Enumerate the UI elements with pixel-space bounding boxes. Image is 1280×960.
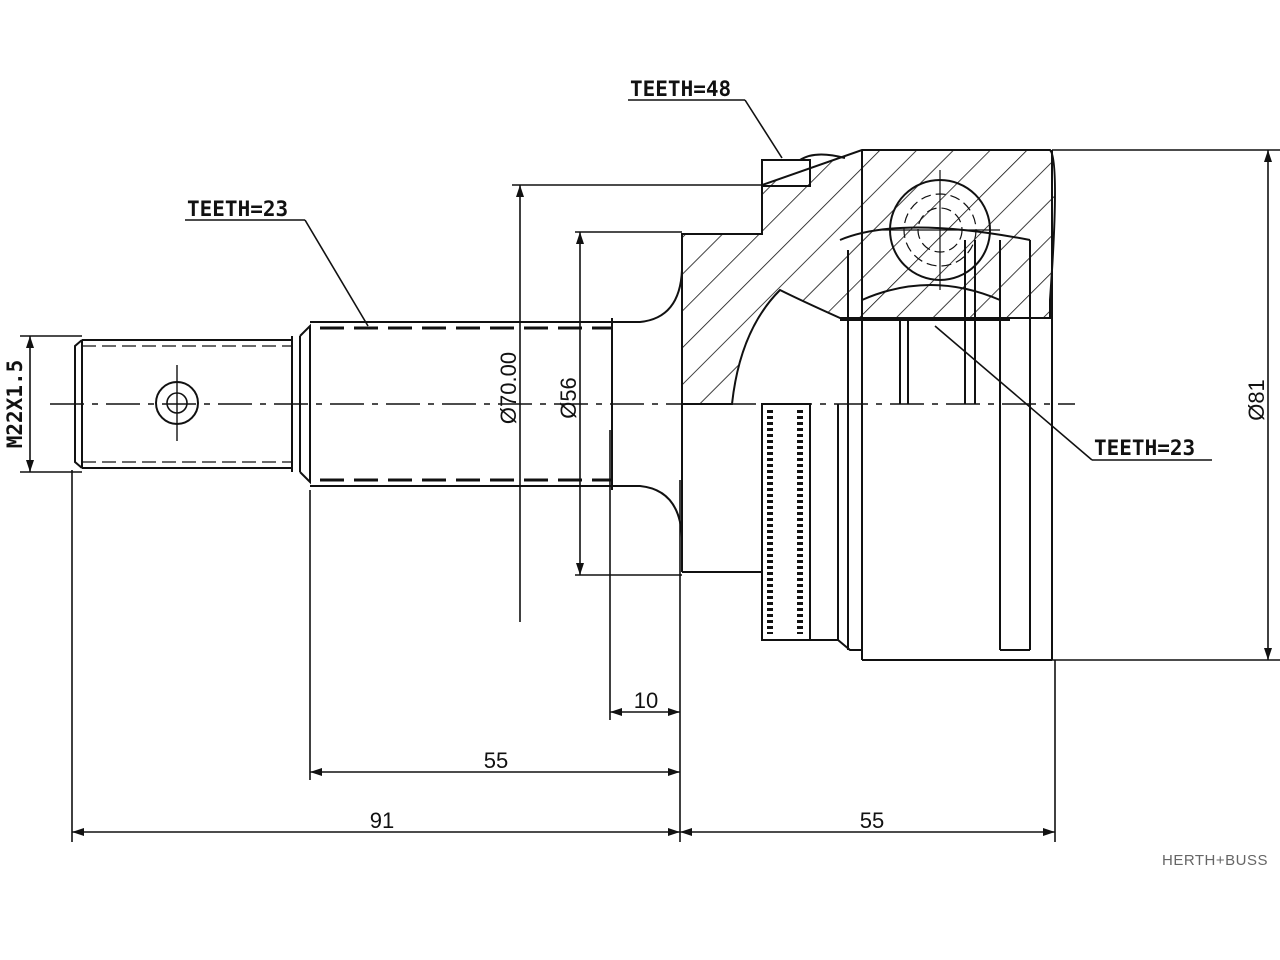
dim-10-label: 10: [634, 688, 658, 713]
splined-shaft: [310, 269, 683, 539]
arrowheads: [26, 150, 1272, 836]
abs-ring: [761, 403, 862, 651]
dim-55-body-label: 55: [860, 808, 884, 833]
ball-element: [880, 170, 1000, 290]
length-dimensions: [71, 430, 1056, 842]
teeth-abs-label: TEETH=48: [630, 77, 731, 101]
threaded-stub: [74, 323, 311, 485]
dim-55-shaft-label: 55: [484, 748, 508, 773]
thread-label: M22X1.5: [3, 360, 27, 449]
dia-70-label: Ø70.00: [496, 352, 521, 424]
dim-91-label: 91: [370, 808, 394, 833]
leader-lines: [185, 99, 1212, 461]
housing-outline: [681, 150, 1053, 661]
diameter-dimensions: [20, 149, 1280, 661]
teeth-shaft-label: TEETH=23: [187, 197, 288, 221]
housing-section-hatched: [681, 149, 1056, 405]
abs-ring-top: [761, 153, 846, 187]
dia-56-label: Ø56: [556, 377, 581, 419]
cross-hole: [155, 365, 199, 441]
dia-81-label: Ø81: [1244, 379, 1269, 421]
teeth-inner-label: TEETH=23: [1094, 436, 1195, 460]
brand-watermark: HERTH+BUSS: [1161, 852, 1268, 869]
